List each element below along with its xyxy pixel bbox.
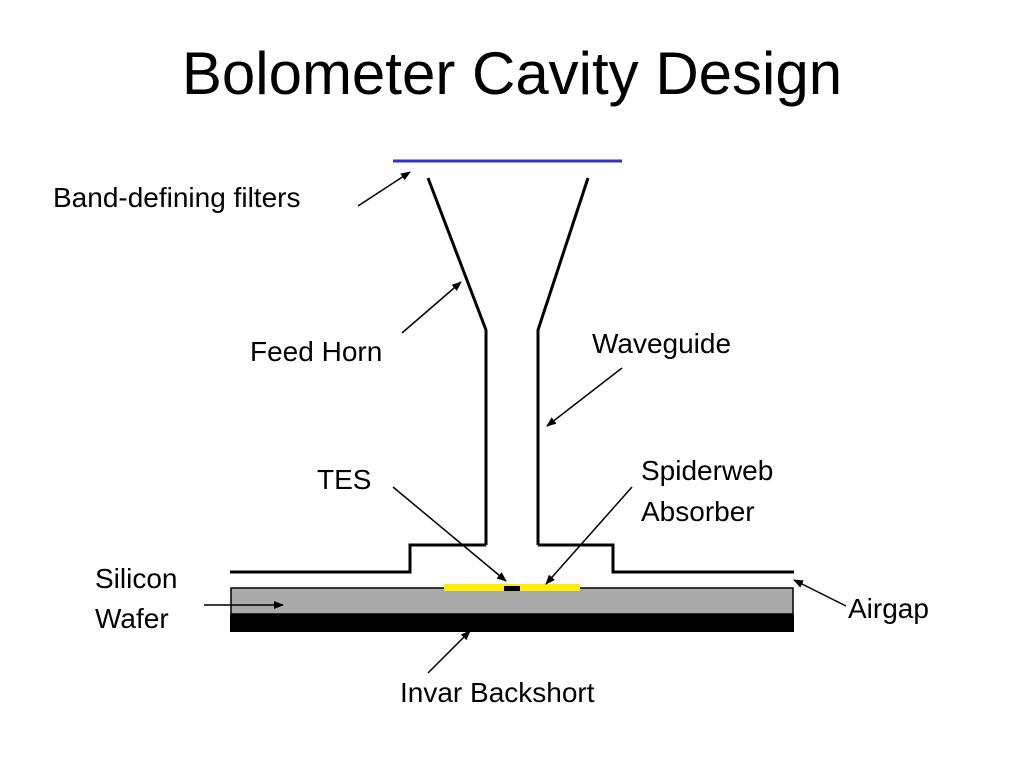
airgap-callout-arrow [793, 579, 847, 607]
cavity-right-housing [538, 543, 794, 574]
silicon-label-line1: Silicon [95, 563, 178, 594]
waveguide-callout-arrow [546, 367, 623, 427]
spiderweb-label-line1: Spiderweb [641, 455, 774, 486]
feed-horn-callout-arrow [401, 281, 462, 334]
waveguide-label: Waveguide [592, 328, 732, 359]
tes-callout-arrow [392, 486, 507, 582]
backshort-label: Invar Backshort [400, 677, 595, 708]
cavity-left-housing [230, 543, 486, 574]
tes-label: TES [317, 464, 372, 495]
horn-left-wall [426, 177, 488, 545]
invar-backshort [230, 614, 794, 632]
backshort-callout-arrow [427, 630, 471, 674]
spiderweb-label-line2: Absorber [641, 496, 755, 527]
tes-element [504, 586, 520, 591]
airgap-label: Airgap [848, 593, 929, 624]
silicon-label-line2: Wafer [95, 603, 169, 634]
filters-label: Band-defining filters [53, 182, 301, 213]
spiderweb-callout-arrow [545, 486, 633, 585]
filters-callout-arrow [357, 171, 411, 207]
feed-horn-label: Feed Horn [250, 336, 383, 367]
slide-title: Bolometer Cavity Design [181, 40, 843, 107]
silicon-wafer [230, 587, 794, 615]
horn-right-wall [536, 177, 590, 545]
